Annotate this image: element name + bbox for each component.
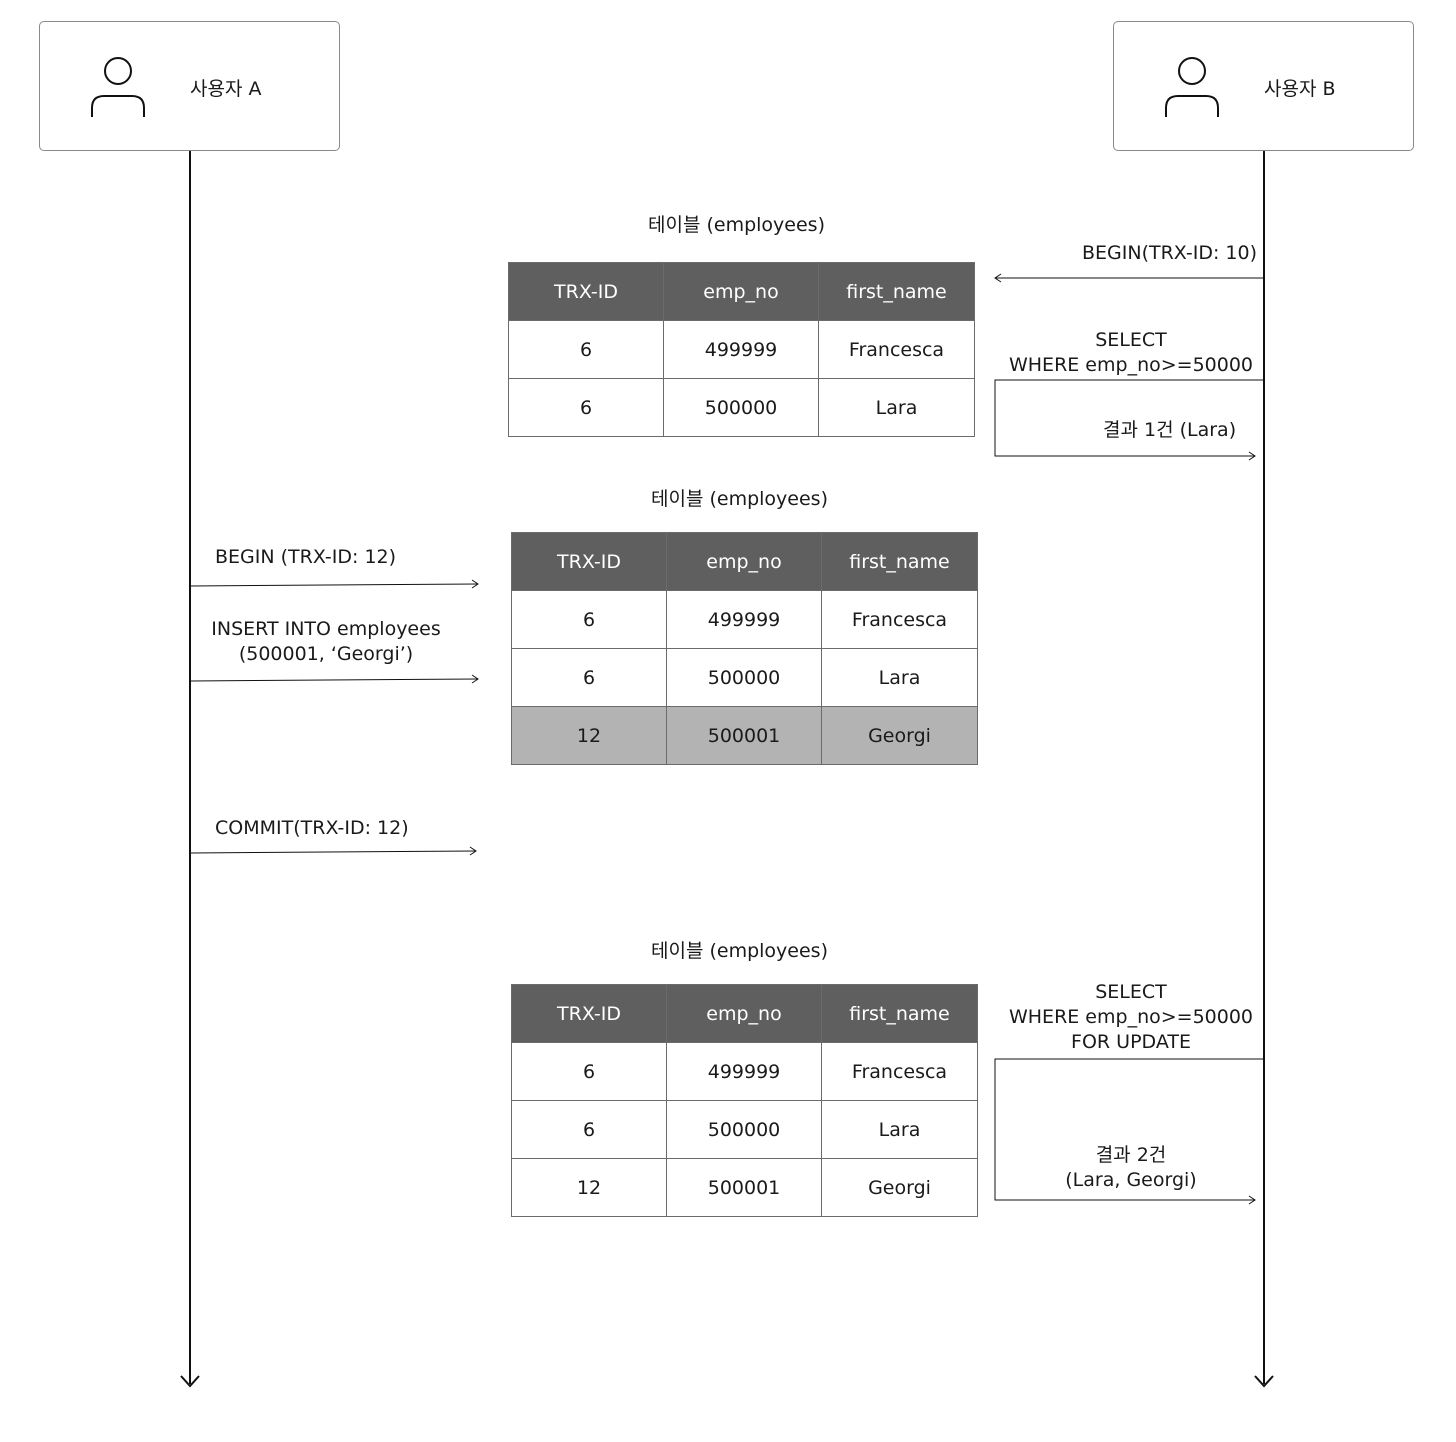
message-b-result2: 결과 2건 (Lara, Georgi) bbox=[1000, 1143, 1262, 1193]
bracket-b-select1 bbox=[994, 379, 1264, 457]
table-row-inserted: 12 500001 Georgi bbox=[511, 706, 978, 765]
lifeline-user-b bbox=[1263, 151, 1265, 1384]
table-row: 6 499999 Francesca bbox=[511, 590, 978, 649]
employees-table-1: TRX-ID emp_no first_name 6 499999 France… bbox=[508, 262, 975, 437]
cell-emp-no: 500001 bbox=[666, 1158, 822, 1217]
message-b-result1: 결과 1건 (Lara) bbox=[1103, 419, 1237, 441]
header-first-name: first_name bbox=[821, 984, 978, 1043]
cell-trx-id: 12 bbox=[511, 1158, 667, 1217]
message-a-begin: BEGIN (TRX-ID: 12) bbox=[215, 546, 397, 568]
cell-emp-no: 500000 bbox=[666, 648, 822, 707]
table-row: 12 500001 Georgi bbox=[511, 1158, 978, 1217]
cell-emp-no: 499999 bbox=[663, 320, 819, 379]
cell-trx-id: 6 bbox=[511, 1100, 667, 1159]
cell-first-name: Georgi bbox=[821, 1158, 978, 1217]
arrowhead bbox=[469, 846, 477, 856]
table-row: 6 500000 Lara bbox=[511, 1100, 978, 1159]
cell-trx-id: 6 bbox=[508, 378, 664, 437]
arrowhead bbox=[1248, 1195, 1256, 1205]
arrowhead bbox=[994, 273, 1002, 283]
cell-trx-id: 6 bbox=[511, 648, 667, 707]
table-row: 6 500000 Lara bbox=[508, 378, 975, 437]
message-b-select1: SELECT WHERE emp_no>=50000 bbox=[1000, 328, 1262, 378]
table-caption: 테이블 (employees) bbox=[651, 940, 828, 962]
employees-table-3: TRX-ID emp_no first_name 6 499999 France… bbox=[511, 984, 978, 1217]
cell-first-name: Georgi bbox=[821, 706, 978, 765]
cell-first-name: Lara bbox=[821, 1100, 978, 1159]
message-a-insert: INSERT INTO employees (500001, ‘Georgi’) bbox=[195, 617, 457, 667]
actor-name: 사용자 A bbox=[190, 78, 262, 100]
message-line: WHERE emp_no>=50000 bbox=[1008, 354, 1254, 376]
header-trx-id: TRX-ID bbox=[511, 984, 667, 1043]
cell-emp-no: 499999 bbox=[666, 590, 822, 649]
bracket-b-select2 bbox=[994, 1058, 1264, 1201]
cell-emp-no: 500000 bbox=[663, 378, 819, 437]
cell-first-name: Francesca bbox=[818, 320, 975, 379]
actor-box-user-a: 사용자 A bbox=[39, 21, 340, 151]
cell-first-name: Lara bbox=[821, 648, 978, 707]
message-line: FOR UPDATE bbox=[1071, 1031, 1191, 1053]
arrow-a-insert bbox=[190, 678, 479, 682]
arrow-a-commit bbox=[190, 850, 477, 854]
cell-trx-id: 6 bbox=[511, 1042, 667, 1101]
arrow-a-begin bbox=[190, 583, 479, 587]
table-row: 6 500000 Lara bbox=[511, 648, 978, 707]
actor-box-user-b: 사용자 B bbox=[1113, 21, 1414, 151]
employees-table-2: TRX-ID emp_no first_name 6 499999 France… bbox=[511, 532, 978, 765]
lifeline-arrowhead bbox=[1254, 1375, 1274, 1388]
arrowhead bbox=[1248, 451, 1256, 461]
header-trx-id: TRX-ID bbox=[508, 262, 664, 321]
header-emp-no: emp_no bbox=[666, 984, 822, 1043]
table-row: 6 499999 Francesca bbox=[508, 320, 975, 379]
table-row: 6 499999 Francesca bbox=[511, 1042, 978, 1101]
user-icon bbox=[91, 57, 145, 117]
header-emp-no: emp_no bbox=[666, 532, 822, 591]
cell-trx-id: 12 bbox=[511, 706, 667, 765]
cell-emp-no: 500000 bbox=[666, 1100, 822, 1159]
message-line: (500001, ‘Georgi’) bbox=[238, 643, 414, 665]
cell-first-name: Francesca bbox=[821, 590, 978, 649]
cell-emp-no: 499999 bbox=[666, 1042, 822, 1101]
message-line: SELECT bbox=[1095, 981, 1167, 1003]
message-line: INSERT INTO employees bbox=[211, 618, 441, 640]
arrowhead bbox=[471, 674, 479, 684]
lifeline-user-a bbox=[189, 151, 191, 1384]
lifeline-arrowhead bbox=[180, 1375, 200, 1388]
cell-first-name: Lara bbox=[818, 378, 975, 437]
message-b-begin: BEGIN(TRX-ID: 10) bbox=[1082, 242, 1257, 264]
cell-first-name: Francesca bbox=[821, 1042, 978, 1101]
cell-emp-no: 500001 bbox=[666, 706, 822, 765]
cell-trx-id: 6 bbox=[511, 590, 667, 649]
message-line: (Lara, Georgi) bbox=[1065, 1169, 1197, 1191]
header-first-name: first_name bbox=[821, 532, 978, 591]
user-icon bbox=[1165, 57, 1219, 117]
cell-trx-id: 6 bbox=[508, 320, 664, 379]
header-first-name: first_name bbox=[818, 262, 975, 321]
message-line: 결과 2건 bbox=[1095, 1144, 1167, 1166]
message-b-select2: SELECT WHERE emp_no>=50000 FOR UPDATE bbox=[1000, 980, 1262, 1055]
table-caption: 테이블 (employees) bbox=[648, 214, 825, 236]
message-a-commit: COMMIT(TRX-ID: 12) bbox=[215, 817, 409, 839]
message-line: WHERE emp_no>=50000 bbox=[1008, 1006, 1254, 1028]
arrowhead bbox=[471, 579, 479, 589]
actor-name: 사용자 B bbox=[1264, 78, 1336, 100]
table-caption: 테이블 (employees) bbox=[651, 488, 828, 510]
header-trx-id: TRX-ID bbox=[511, 532, 667, 591]
header-emp-no: emp_no bbox=[663, 262, 819, 321]
message-line: SELECT bbox=[1095, 329, 1167, 351]
